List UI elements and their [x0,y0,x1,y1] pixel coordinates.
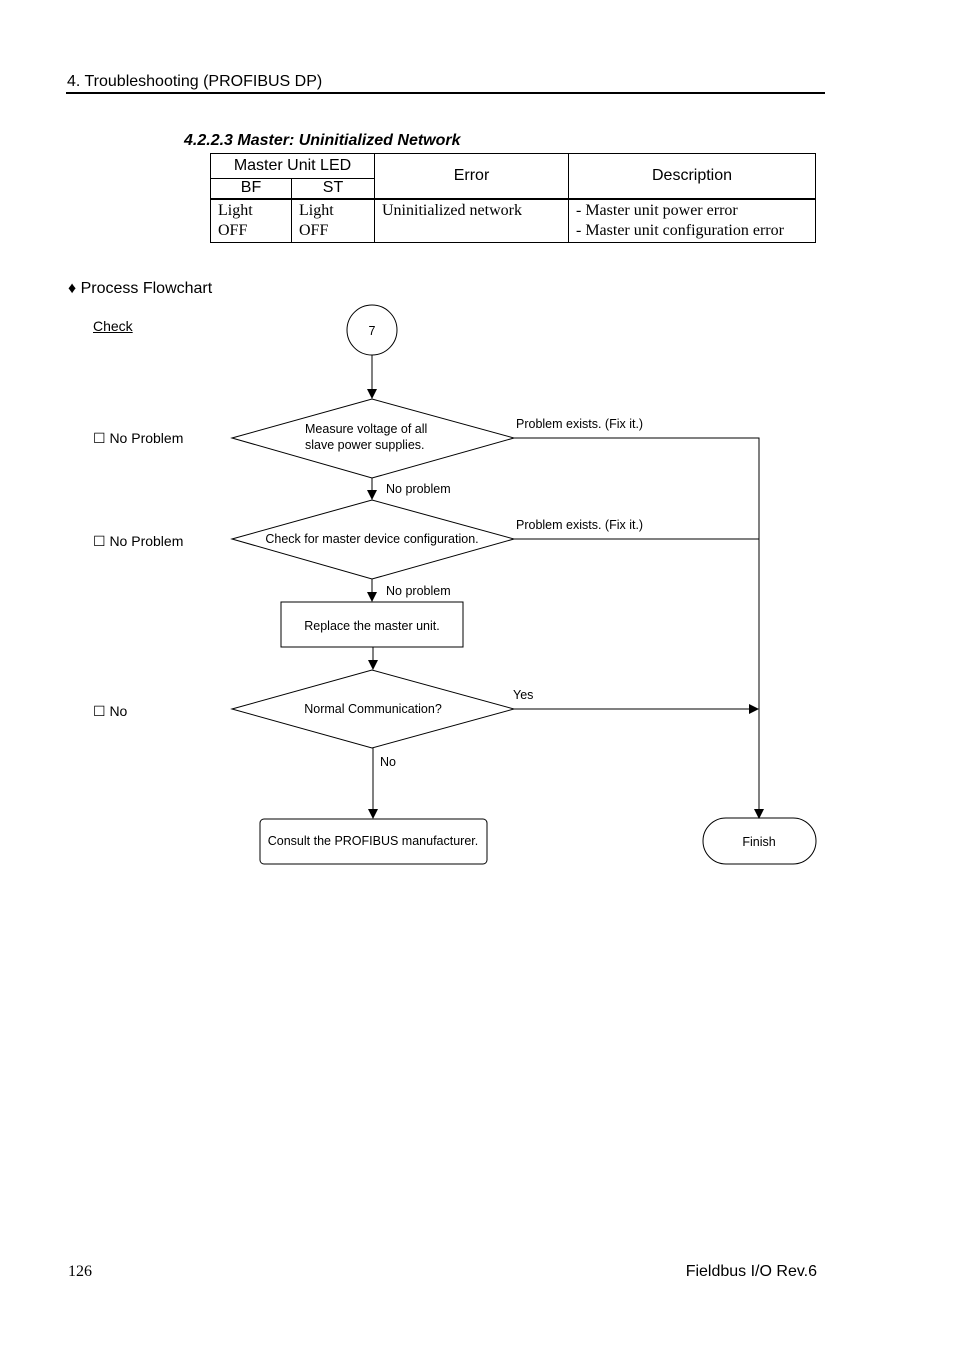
cell-line: Light [299,201,334,219]
running-header: 4. Troubleshooting (PROFIBUS DP) [67,73,323,90]
step1-line1: Measure voltage of all [305,422,427,436]
th-error: Error [374,153,569,200]
process-consult [259,818,488,865]
step4-label: Normal Communication? [304,702,442,716]
arrow-problem-1 [514,437,764,819]
cell-description: - Master unit power error - Master unit c… [568,198,816,243]
th-st: ST [291,178,375,200]
flowchart-heading: ♦ Process Flowchart [68,280,213,297]
doc-title: Fieldbus I/O Rev.6 [685,1263,817,1280]
terminal-finish [702,817,817,865]
finish-label: Finish [742,835,775,849]
section-title: 4.2.2.3 Master: Uninitialized Network [184,132,461,149]
page-number: 126 [68,1263,92,1280]
label-no: No [380,755,396,769]
cell-line: OFF [299,221,329,239]
step1-line2: slave power supplies. [305,438,425,452]
th-bf: BF [210,178,292,200]
start-label: 7 [369,324,376,338]
cell-line: Light [218,201,253,219]
check-item-1[interactable]: ☐ No Problem [93,430,184,446]
consult-label: Consult the PROFIBUS manufacturer. [268,834,479,848]
process-replace [280,601,464,648]
check-item-3[interactable]: ☐ No [93,703,128,719]
check-item-2[interactable]: ☐ No Problem [93,533,184,549]
label-yes: Yes [513,688,533,702]
cell-line: - Master unit configuration error [576,221,784,239]
led-error-table: Master Unit LED Error Description BF ST … [210,153,816,243]
cell-line: - Master unit power error [576,201,738,219]
label-no-problem-2: No problem [386,584,451,598]
cell-line: OFF [218,221,248,239]
step2-label: Check for master device configuration. [265,532,478,546]
label-no-problem-1: No problem [386,482,451,496]
step3-label: Replace the master unit. [304,619,440,633]
label-problem-2: Problem exists. (Fix it.) [516,518,643,532]
label-problem-1: Problem exists. (Fix it.) [516,417,643,431]
check-column-title: Check [93,318,133,334]
th-description: Description [568,153,816,200]
header-rule [66,92,825,94]
